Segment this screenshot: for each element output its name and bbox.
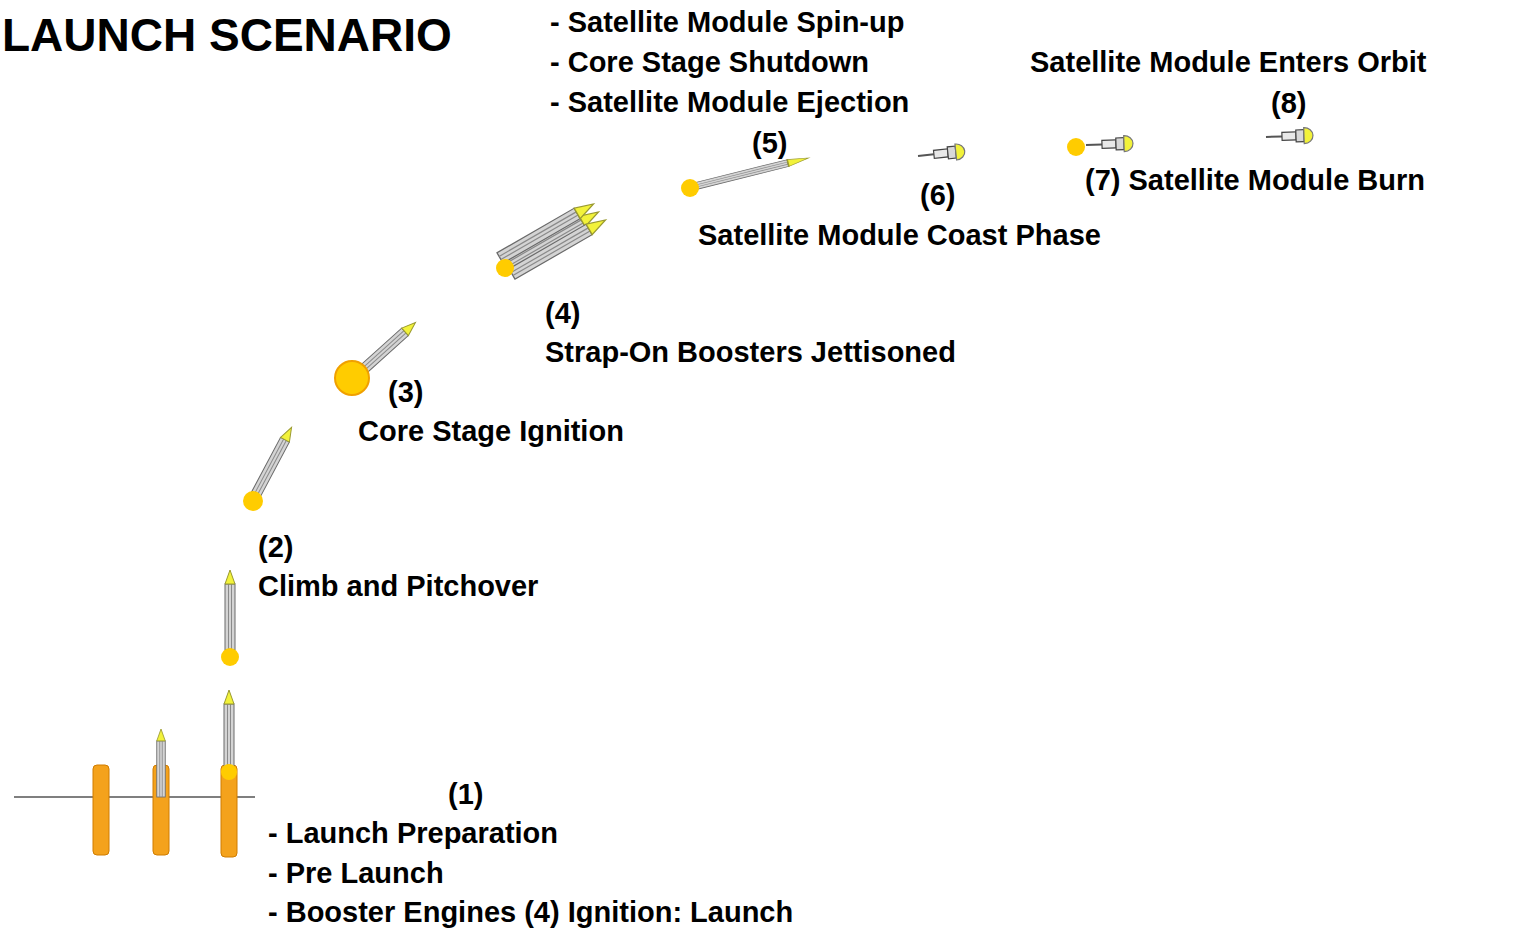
step-note: - Booster Engines (4) Ignition: Launch bbox=[268, 898, 793, 927]
callout-number: (3) bbox=[388, 378, 423, 407]
ground-line bbox=[14, 796, 255, 797]
step-note: - Satellite Module Ejection bbox=[550, 88, 909, 117]
step-label: Satellite Module Enters Orbit bbox=[1030, 48, 1426, 77]
rocket-on-pad bbox=[157, 690, 237, 797]
callout-number: (6) bbox=[920, 181, 955, 210]
step-label: Strap-On Boosters Jettisoned bbox=[545, 338, 956, 367]
step-label: Core Stage Ignition bbox=[358, 417, 624, 446]
callout-number: (5) bbox=[752, 129, 787, 158]
step-label: (7) Satellite Module Burn bbox=[1085, 166, 1425, 195]
step-note: - Pre Launch bbox=[268, 859, 444, 888]
callout-number: (1) bbox=[448, 780, 483, 809]
boosters-jettisoned bbox=[496, 199, 609, 279]
step-label: Climb and Pitchover bbox=[258, 572, 538, 601]
callout-number: (4) bbox=[545, 299, 580, 328]
satellite-module-orbit bbox=[1266, 127, 1314, 145]
diagram-title: LAUNCH SCENARIO bbox=[2, 12, 452, 58]
callout-number: (2) bbox=[258, 533, 293, 562]
core-stage-ejection bbox=[681, 155, 809, 197]
rocket-climb bbox=[221, 570, 239, 666]
callout-number: (8) bbox=[1271, 89, 1306, 118]
satellite-module-coast bbox=[917, 143, 965, 164]
step-label: Satellite Module Coast Phase bbox=[698, 221, 1101, 250]
rocket-pitchover bbox=[243, 425, 296, 511]
step-note: - Launch Preparation bbox=[268, 819, 558, 848]
step-note: - Core Stage Shutdown bbox=[550, 48, 869, 77]
step-note: - Satellite Module Spin-up bbox=[550, 8, 904, 37]
satellite-module-burn bbox=[1067, 135, 1133, 156]
